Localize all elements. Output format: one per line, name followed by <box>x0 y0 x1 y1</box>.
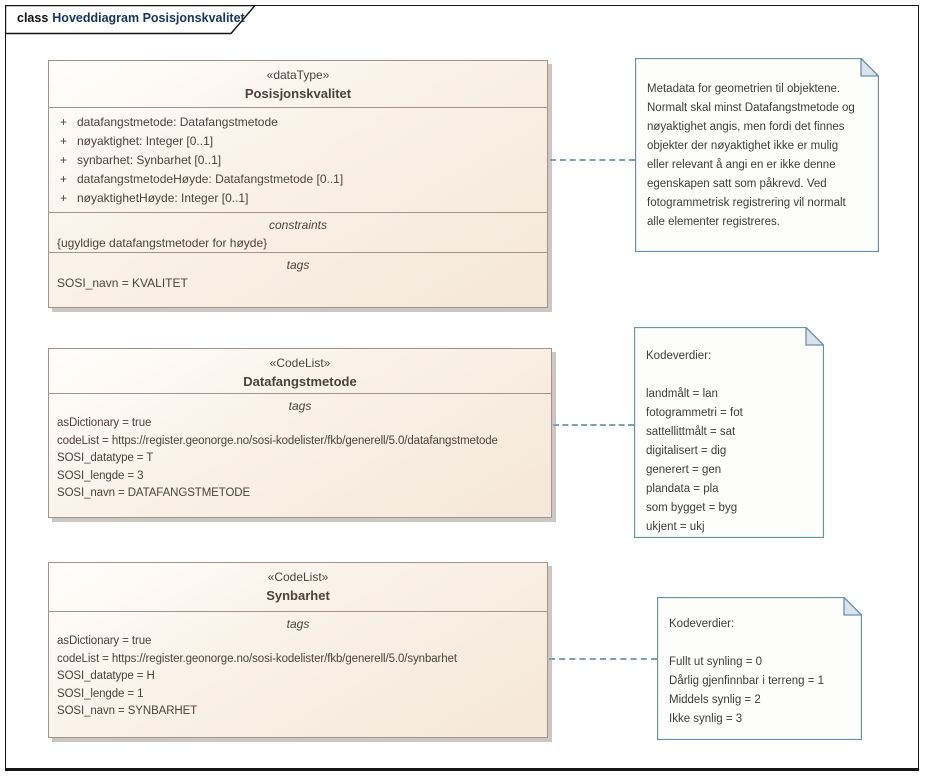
tag-row: asDictionary = true <box>57 635 152 647</box>
class-header: «CodeList» Synbarhet <box>49 563 547 612</box>
visibility-marker: + <box>60 134 68 148</box>
note-posisjonskvalitet-description: Metadata for geometrien til objektene. No… <box>635 58 879 252</box>
note-text-line: egenskapen satt som påkrevd. Ved <box>647 178 827 190</box>
note-text-line: Kodeverdier: <box>646 350 712 362</box>
constraints-list: {ugyldige datafangstmetoder for høyde} <box>49 234 547 252</box>
constraint-row: {ugyldige datafangstmetoder for høyde} <box>57 236 268 250</box>
note-text-line: generert = gen <box>646 464 722 476</box>
attribute-text: nøyaktighetHøyde: Integer [0..1] <box>77 191 249 205</box>
attribute-text: datafangstmetodeHøyde: Datafangstmetode … <box>77 172 344 186</box>
note-text-line: Fullt ut synling = 0 <box>669 656 763 668</box>
frame-tab-shape <box>5 5 257 35</box>
stereotype-label: «CodeList» <box>269 356 331 370</box>
tag-row: SOSI_navn = SYNBARHET <box>57 705 198 718</box>
attribute-text: nøyaktighet: Integer [0..1] <box>77 134 214 148</box>
tags-list: asDictionary = true codeList = https://re… <box>49 633 547 721</box>
note-text-line: eller relevant å angi en er ikke denne <box>647 159 836 171</box>
attributes-compartment: + datafangstmetode: Datafangstmetode + nøy… <box>49 108 547 213</box>
tag-row: SOSI_navn = DATAFANGSTMETODE <box>57 487 251 500</box>
note-fold-icon <box>843 597 862 616</box>
tags-list: SOSI_navn = KVALITET <box>49 274 547 292</box>
class-datafangstmetode[interactable]: «CodeList» Datafangstmetode tags asDicti… <box>48 348 552 518</box>
attribute-row: + synbarhet: Synbarhet [0..1] <box>49 151 547 170</box>
note-shape <box>634 327 824 538</box>
note-text: Kodeverdier: Fullt ut synling = 0 Dårlig g… <box>657 597 862 740</box>
stereotype-label: «dataType» <box>266 68 330 82</box>
tags-compartment: tags SOSI_navn = KVALITET <box>49 253 547 307</box>
connector-posisjonskvalitet-note <box>550 159 635 161</box>
tags-list: asDictionary = true codeList = https://re… <box>49 415 551 503</box>
visibility-marker: + <box>60 191 68 205</box>
note-text-line: landmålt = lan <box>646 388 718 400</box>
note-fold-icon <box>805 327 824 346</box>
tag-row: asDictionary = true <box>57 417 152 429</box>
note-synbarhet-codes: Kodeverdier: Fullt ut synling = 0 Dårlig g… <box>657 597 862 740</box>
class-header: «dataType» Posisjonskvalitet <box>49 61 547 108</box>
note-text-line: ukjent = ukj <box>646 521 705 533</box>
class-posisjonskvalitet[interactable]: «dataType» Posisjonskvalitet + datafangst… <box>48 60 548 308</box>
diagram-frame <box>5 5 919 771</box>
note-text-line: som bygget = byg <box>646 502 738 514</box>
note-text-line: plandata = pla <box>646 483 719 495</box>
class-name: Posisjonskvalitet <box>244 86 352 101</box>
note-text-line: nøyaktighet angis, men fordi det finnes <box>647 121 845 133</box>
tags-heading: tags <box>286 617 310 631</box>
note-text-line: Dårlig gjenfinnbar i terreng = 1 <box>669 675 825 687</box>
note-text-line: sattellittmålt = sat <box>646 426 736 438</box>
note-text-line: objekter der nøyaktighet ikke er mulig <box>647 140 839 152</box>
class-header: «CodeList» Datafangstmetode <box>49 349 551 394</box>
attribute-row: + nøyaktighet: Integer [0..1] <box>49 132 547 151</box>
note-text-line: Middels synlig = 2 <box>669 694 761 706</box>
note-text-line: Ikke synlig = 3 <box>669 713 743 725</box>
note-text-line: alle elementer registreres. <box>647 216 780 228</box>
connector-datafangstmetode-note <box>553 424 634 426</box>
tags-heading: tags <box>288 399 312 413</box>
tag-row: SOSI_lengde = 1 <box>57 687 144 700</box>
note-text-line: digitalisert = dig <box>646 445 727 457</box>
note-shape <box>635 58 879 252</box>
note-text: Kodeverdier: landmålt = lan fotogrammetri … <box>634 327 824 538</box>
class-synbarhet[interactable]: «CodeList» Synbarhet tags asDictionary =… <box>48 562 548 738</box>
note-text-line: fotogrammetrisk registrering vil normalt <box>647 197 846 209</box>
connector-synbarhet-note <box>549 658 657 660</box>
tags-heading: tags <box>286 258 310 272</box>
tags-compartment: tags asDictionary = true codeList = https… <box>49 394 551 517</box>
visibility-marker: + <box>60 172 68 186</box>
visibility-marker: + <box>60 153 68 167</box>
attribute-text: synbarhet: Synbarhet [0..1] <box>77 153 222 167</box>
tag-row: codeList = https://register.geonorge.no/… <box>57 652 457 665</box>
stereotype-label: «CodeList» <box>267 570 329 584</box>
tag-row: SOSI_lengde = 3 <box>57 469 144 482</box>
note-text-line: Metadata for geometrien til objektene. <box>647 83 841 95</box>
tag-row: SOSI_navn = KVALITET <box>57 276 188 290</box>
note-datafangstmetode-codes: Kodeverdier: landmålt = lan fotogrammetri … <box>634 327 824 538</box>
class-name: Synbarhet <box>266 588 330 603</box>
constraints-heading: constraints <box>268 218 328 232</box>
note-text: Metadata for geometrien til objektene. No… <box>635 58 879 252</box>
visibility-marker: + <box>60 115 68 129</box>
diagram-name: Hoveddiagram Posisjonskvalitet <box>52 11 245 25</box>
tag-row: SOSI_datatype = T <box>57 452 154 465</box>
tags-compartment: tags asDictionary = true codeList = https… <box>49 612 547 737</box>
attribute-text: datafangstmetode: Datafangstmetode <box>77 115 278 129</box>
class-name: Datafangstmetode <box>243 374 357 389</box>
attribute-row: + datafangstmetodeHøyde: Datafangstmetode… <box>49 170 547 189</box>
constraints-compartment: constraints {ugyldige datafangstmetoder … <box>49 213 547 253</box>
note-text-line: Normalt skal minst Datafangstmetode og <box>647 102 855 114</box>
note-text-line: Kodeverdier: <box>669 618 735 630</box>
note-text-line <box>669 634 854 653</box>
note-text-line: fotogrammetri = fot <box>646 407 743 419</box>
note-text-line <box>646 366 816 385</box>
note-shape <box>657 597 862 740</box>
note-fold-icon <box>860 58 879 77</box>
attribute-row: + nøyaktighetHøyde: Integer [0..1] <box>49 189 547 208</box>
diagram-keyword: class <box>17 11 49 25</box>
tag-row: SOSI_datatype = H <box>57 670 155 683</box>
tag-row: codeList = https://register.geonorge.no/… <box>57 434 498 447</box>
attribute-row: + datafangstmetode: Datafangstmetode <box>49 113 547 132</box>
